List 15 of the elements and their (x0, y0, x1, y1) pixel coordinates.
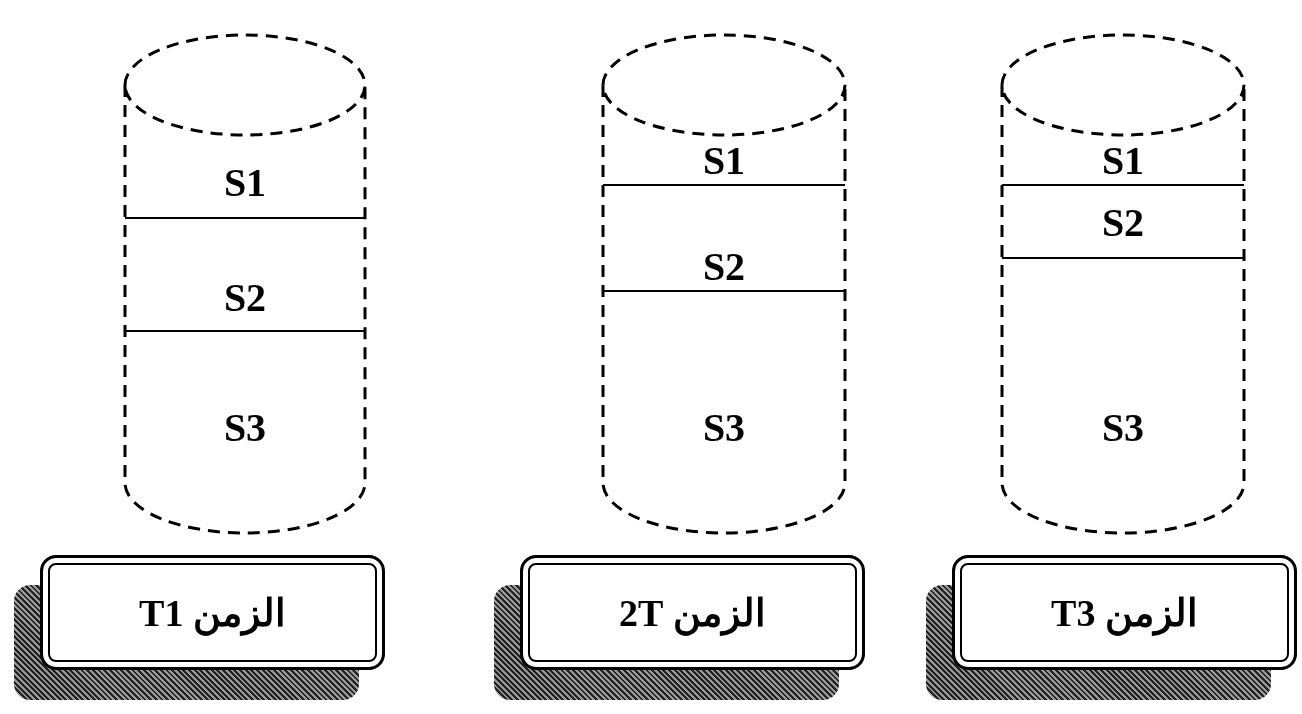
time-label: الزمن T1 (139, 590, 286, 635)
time-box (952, 555, 1297, 670)
segment-label: S1 (1100, 141, 1146, 181)
segment-label: S3 (222, 408, 268, 448)
segment-label: S2 (222, 278, 268, 318)
time-box (520, 555, 865, 670)
time-label: الزمن 2T (619, 590, 766, 635)
time-box (40, 555, 385, 670)
segment-label: S3 (1100, 408, 1146, 448)
segment-label: S2 (1100, 203, 1146, 243)
segment-label: S1 (222, 163, 268, 203)
segment-label: S1 (701, 141, 747, 181)
segment-label: S3 (701, 408, 747, 448)
segment-label: S2 (701, 247, 747, 287)
time-label: الزمن T3 (1051, 590, 1198, 635)
